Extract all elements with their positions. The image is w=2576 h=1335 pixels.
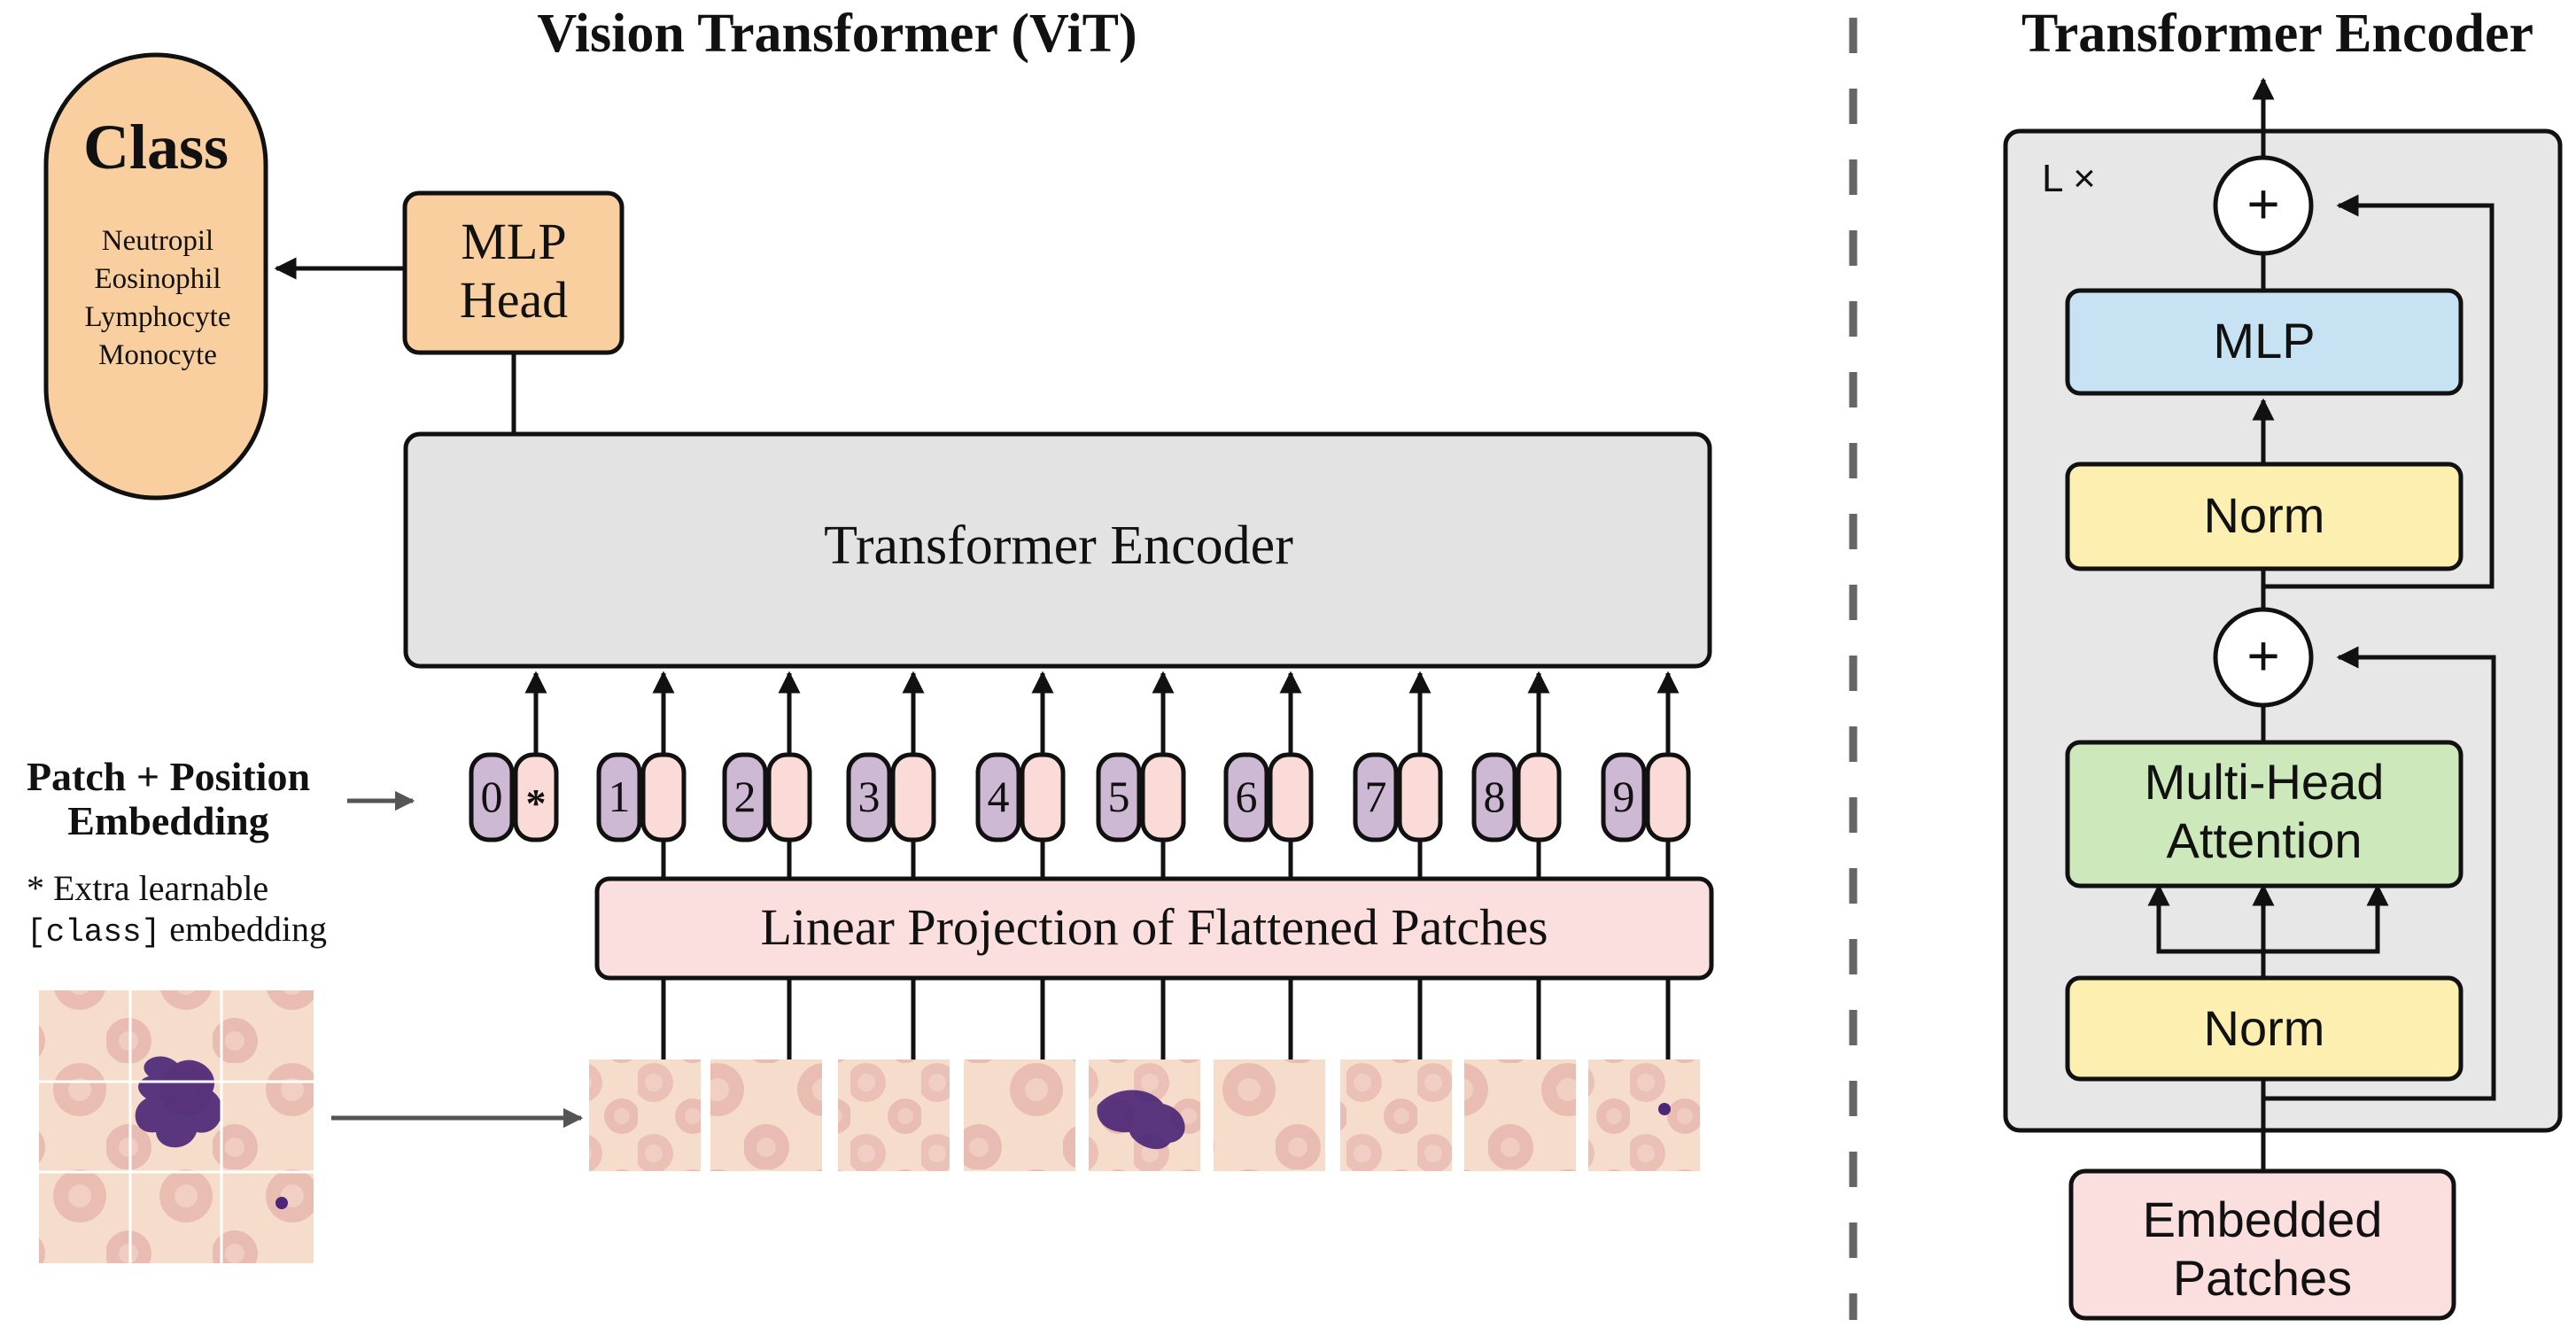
vit-title: Vision Transformer (ViT) [537,4,1137,64]
image-patches [589,1059,1700,1171]
image-patch [838,1059,950,1171]
mlp-label: MLP [2213,313,2315,369]
position-embedding-cell [1223,752,1269,842]
patch-embedding-cell [640,752,687,842]
attention-label: Multi-Head [2145,754,2385,810]
class-item: Neutropil [102,225,213,257]
embedded-patches-input: Embedded Patches [2068,1168,2456,1321]
position-index: 5 [1108,772,1130,821]
repeat-label: L × [2042,157,2096,200]
token-embedding: 7 [1353,752,1443,842]
token-embedding: 2 [722,752,812,842]
encoder-connections [2147,77,2496,1171]
patch-embedding-cell [1268,752,1314,842]
add-symbol: + [2246,172,2279,236]
position-index: 4 [988,772,1010,821]
token-embedding: 9 [1601,752,1691,842]
position-index: 9 [1613,772,1635,821]
token-embedding: 8 [1471,752,1562,842]
patch-embedding-label: Embedding [67,798,269,843]
mlp-head-label: MLP [461,213,566,270]
class-item: Eosinophil [94,263,221,295]
token-embedding: 6 [1223,752,1314,842]
position-index: 0 [481,772,503,821]
position-embedding-cell [1096,752,1142,842]
norm-label: Norm [2204,1000,2325,1056]
position-embedding-cell [1353,752,1399,842]
position-index: 1 [609,772,631,821]
patch-embedding-cell [890,752,936,842]
image-patch [1588,1059,1700,1171]
embedded-patches-label: Patches [2173,1250,2352,1306]
class-title: Class [83,112,229,182]
norm-block-top: Norm [2065,462,2463,571]
token-embedding: 4 [975,752,1066,842]
patch-embedding-label: Patch + Position [27,754,310,799]
token-embedding: 1 [596,752,687,842]
mlp-block: MLP [2065,288,2463,396]
class-embedding-note: [class] embedding [27,909,327,951]
extra-learnable-note: * Extra learnable [27,868,268,908]
residual-add-node: + [2213,155,2314,256]
norm-block-bottom: Norm [2065,975,2463,1082]
transformer-encoder-block: Transformer Encoder [403,431,1712,669]
position-embedding-cell [975,752,1021,842]
mlp-head-box: MLP Head [402,190,625,355]
mlp-head-label: Head [460,271,568,329]
image-patch [710,1059,822,1171]
linear-projection-label: Linear Projection of Flattened Patches [760,898,1548,956]
image-patch [1464,1059,1576,1171]
image-patch [589,1059,701,1171]
token-embedding: 0* [469,752,559,842]
norm-label: Norm [2204,487,2325,543]
class-item: Monocyte [98,339,217,371]
position-index: 6 [1236,772,1258,821]
linear-projection-box: Linear Projection of Flattened Patches [594,876,1714,981]
transformer-encoder-label: Transformer Encoder [824,516,1293,576]
class-output-box: Class Neutropil Eosinophil Lymphocyte Mo… [43,52,268,501]
embedded-patches-label: Embedded [2143,1191,2383,1247]
position-index: 8 [1484,772,1506,821]
patch-embedding-cell [1516,752,1562,842]
image-patch [964,1059,1075,1171]
multi-head-attention-block: Multi-Head Attention [2065,740,2463,889]
class-token-marker: * [526,780,547,826]
patch-embedding-cell [1020,752,1066,842]
position-index: 7 [1365,772,1387,821]
patch-embedding-cell [766,752,812,842]
token-embedding: 3 [846,752,936,842]
blood-smear-image [39,990,314,1263]
patch-embedding-cell [1397,752,1443,842]
image-patch [1089,1059,1200,1171]
position-embedding-cell [1601,752,1647,842]
add-symbol: + [2246,624,2279,687]
position-index: 3 [858,772,881,821]
position-embedding-cell [596,752,642,842]
patch-embedding-cell [1645,752,1691,842]
image-patch [1214,1059,1325,1171]
residual-add-node: + [2213,607,2314,708]
attention-label: Attention [2166,812,2362,868]
position-embedding-cell [1471,752,1517,842]
class-item: Lymphocyte [85,301,231,333]
position-embedding-cell [722,752,768,842]
token-embedding: 5 [1096,752,1186,842]
patch-embedding-cell [1140,752,1186,842]
encoder-detail-title: Transformer Encoder [2021,4,2533,64]
position-embedding-cell [846,752,892,842]
image-patch [1340,1059,1452,1171]
position-embedding-cell [469,752,515,842]
position-index: 2 [734,772,757,821]
